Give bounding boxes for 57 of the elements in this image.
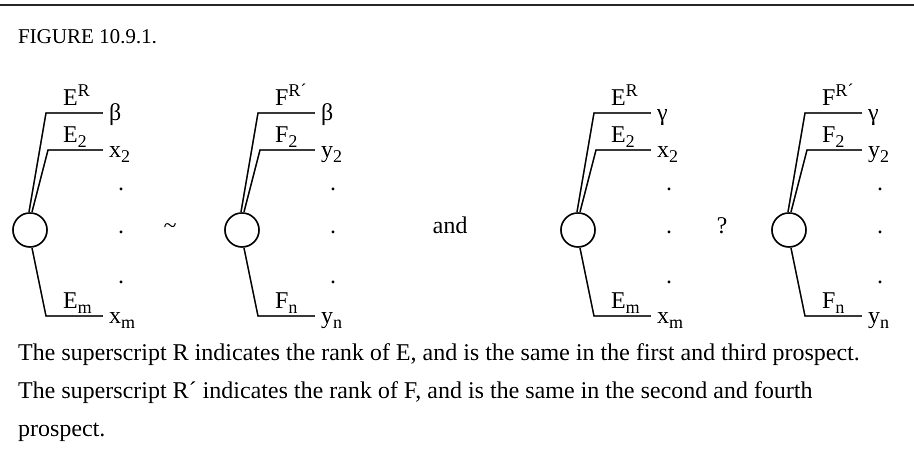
- chance-node-circle: [771, 212, 807, 248]
- math-symbol: ~: [164, 214, 176, 238]
- event-label: F$^{R´}$: [275, 86, 306, 110]
- event-label: E$^{R}$: [63, 86, 90, 110]
- outcome-label: y$_{2}$: [868, 138, 889, 162]
- math-symbol: .: [118, 264, 124, 288]
- math-symbol: .: [118, 171, 124, 195]
- figure-caption: The superscript R indicates the rank of E, and is the same in the first and third prospect. The superscript R´ indicates the rank of F, and is the same in the second and fourth prospect.: [18, 339, 861, 444]
- math-symbol: .: [666, 214, 672, 238]
- event-label: F$_{n}$: [822, 289, 844, 313]
- math-symbol: .: [330, 264, 336, 288]
- outcome-label: β: [109, 101, 122, 125]
- event-label: E$_{m}$: [63, 289, 92, 313]
- chance-node-circle: [224, 212, 260, 248]
- outcome-label: y$_{2}$: [321, 138, 342, 162]
- outcome-label: x$_{m}$: [657, 304, 684, 328]
- math-symbol: .: [118, 214, 124, 238]
- event-label: E$^{R}$: [611, 86, 638, 110]
- math-symbol: .: [330, 214, 336, 238]
- branch-line: [31, 149, 103, 212]
- chance-node-circle: [560, 212, 596, 248]
- math-symbol: .: [666, 171, 672, 195]
- outcome-label: β: [321, 101, 334, 125]
- outcome-label: x$_{2}$: [109, 138, 130, 162]
- event-label: F$_{2}$: [275, 123, 298, 147]
- branch-line: [31, 248, 103, 317]
- event-label: F$_{2}$: [822, 123, 844, 147]
- outcome-label: γ: [868, 101, 879, 125]
- event-label: F$^{R´}$: [822, 86, 854, 110]
- chance-node-circle: [12, 212, 48, 248]
- math-symbol: .: [877, 214, 883, 238]
- math-symbol: .: [877, 171, 883, 195]
- branch-line: [579, 149, 651, 212]
- math-symbol: .: [877, 264, 883, 288]
- event-label: F$_{n}$: [275, 289, 298, 313]
- math-symbol: .: [666, 264, 672, 288]
- branch-line: [243, 149, 315, 212]
- branch-line: [28, 112, 103, 212]
- math-symbol: and: [432, 214, 468, 238]
- branch-line: [579, 248, 651, 317]
- branch-line: [240, 112, 315, 212]
- outcome-label: γ: [657, 101, 668, 125]
- math-symbol: .: [330, 171, 336, 195]
- outcome-label: y$_{n}$: [321, 304, 342, 328]
- branch-line: [790, 149, 862, 212]
- branch-line: [787, 112, 862, 212]
- math-symbol: ?: [716, 214, 728, 238]
- outcome-label: x$_{2}$: [657, 138, 678, 162]
- outcome-label: y$_{n}$: [868, 304, 889, 328]
- branch-line: [243, 248, 315, 317]
- outcome-label: x$_{m}$: [109, 304, 136, 328]
- event-label: E$_{2}$: [63, 123, 87, 147]
- branch-line: [576, 112, 651, 212]
- figure-title: FIGURE 10.9.1.: [18, 26, 157, 47]
- event-label: E$_{m}$: [611, 289, 640, 313]
- branch-line: [790, 248, 862, 317]
- event-label: E$_{2}$: [611, 123, 635, 147]
